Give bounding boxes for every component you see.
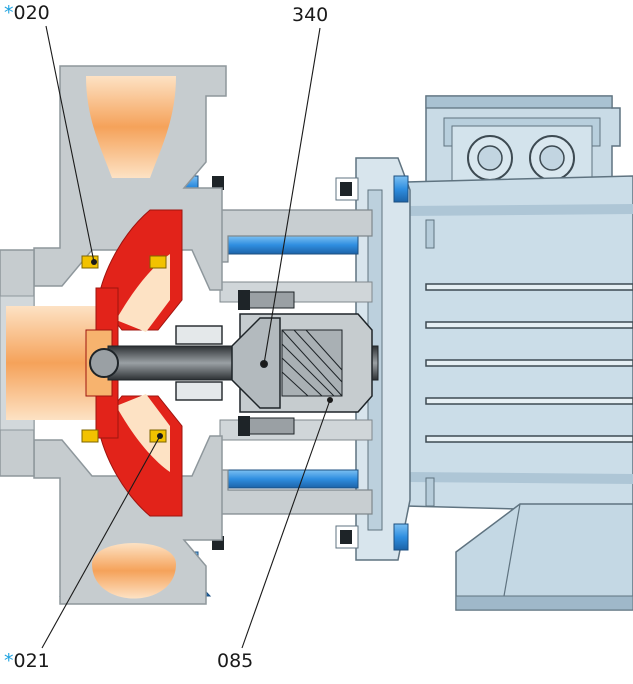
volute-bottom bbox=[92, 543, 176, 599]
callout-340: 340 bbox=[292, 6, 328, 25]
callout-021: *021 bbox=[4, 652, 50, 671]
callout-085: 085 bbox=[217, 652, 253, 671]
callout-code: 020 bbox=[13, 2, 50, 24]
impeller-nut bbox=[89, 348, 119, 378]
asterisk-marker: * bbox=[4, 650, 14, 672]
leader-340 bbox=[263, 27, 321, 365]
asterisk-marker: * bbox=[4, 2, 14, 24]
leader-085 bbox=[241, 399, 331, 649]
motor bbox=[335, 95, 633, 611]
callout-020: *020 bbox=[4, 4, 50, 23]
mechanical-seal bbox=[175, 325, 223, 401]
motor-housing bbox=[405, 175, 633, 513]
leader-lines bbox=[41, 25, 331, 649]
callout-code: 021 bbox=[13, 650, 50, 672]
suction-inlet bbox=[6, 306, 96, 420]
pumped-fluid bbox=[6, 76, 176, 599]
cooling-fins bbox=[425, 283, 633, 443]
callout-code: 085 bbox=[217, 650, 254, 672]
leader-020 bbox=[45, 25, 95, 263]
discharge-channel bbox=[86, 76, 176, 178]
motor-foot bbox=[455, 503, 633, 611]
callout-code: 340 bbox=[292, 4, 329, 26]
leader-021 bbox=[41, 435, 161, 649]
shaft-assembly bbox=[89, 290, 379, 436]
